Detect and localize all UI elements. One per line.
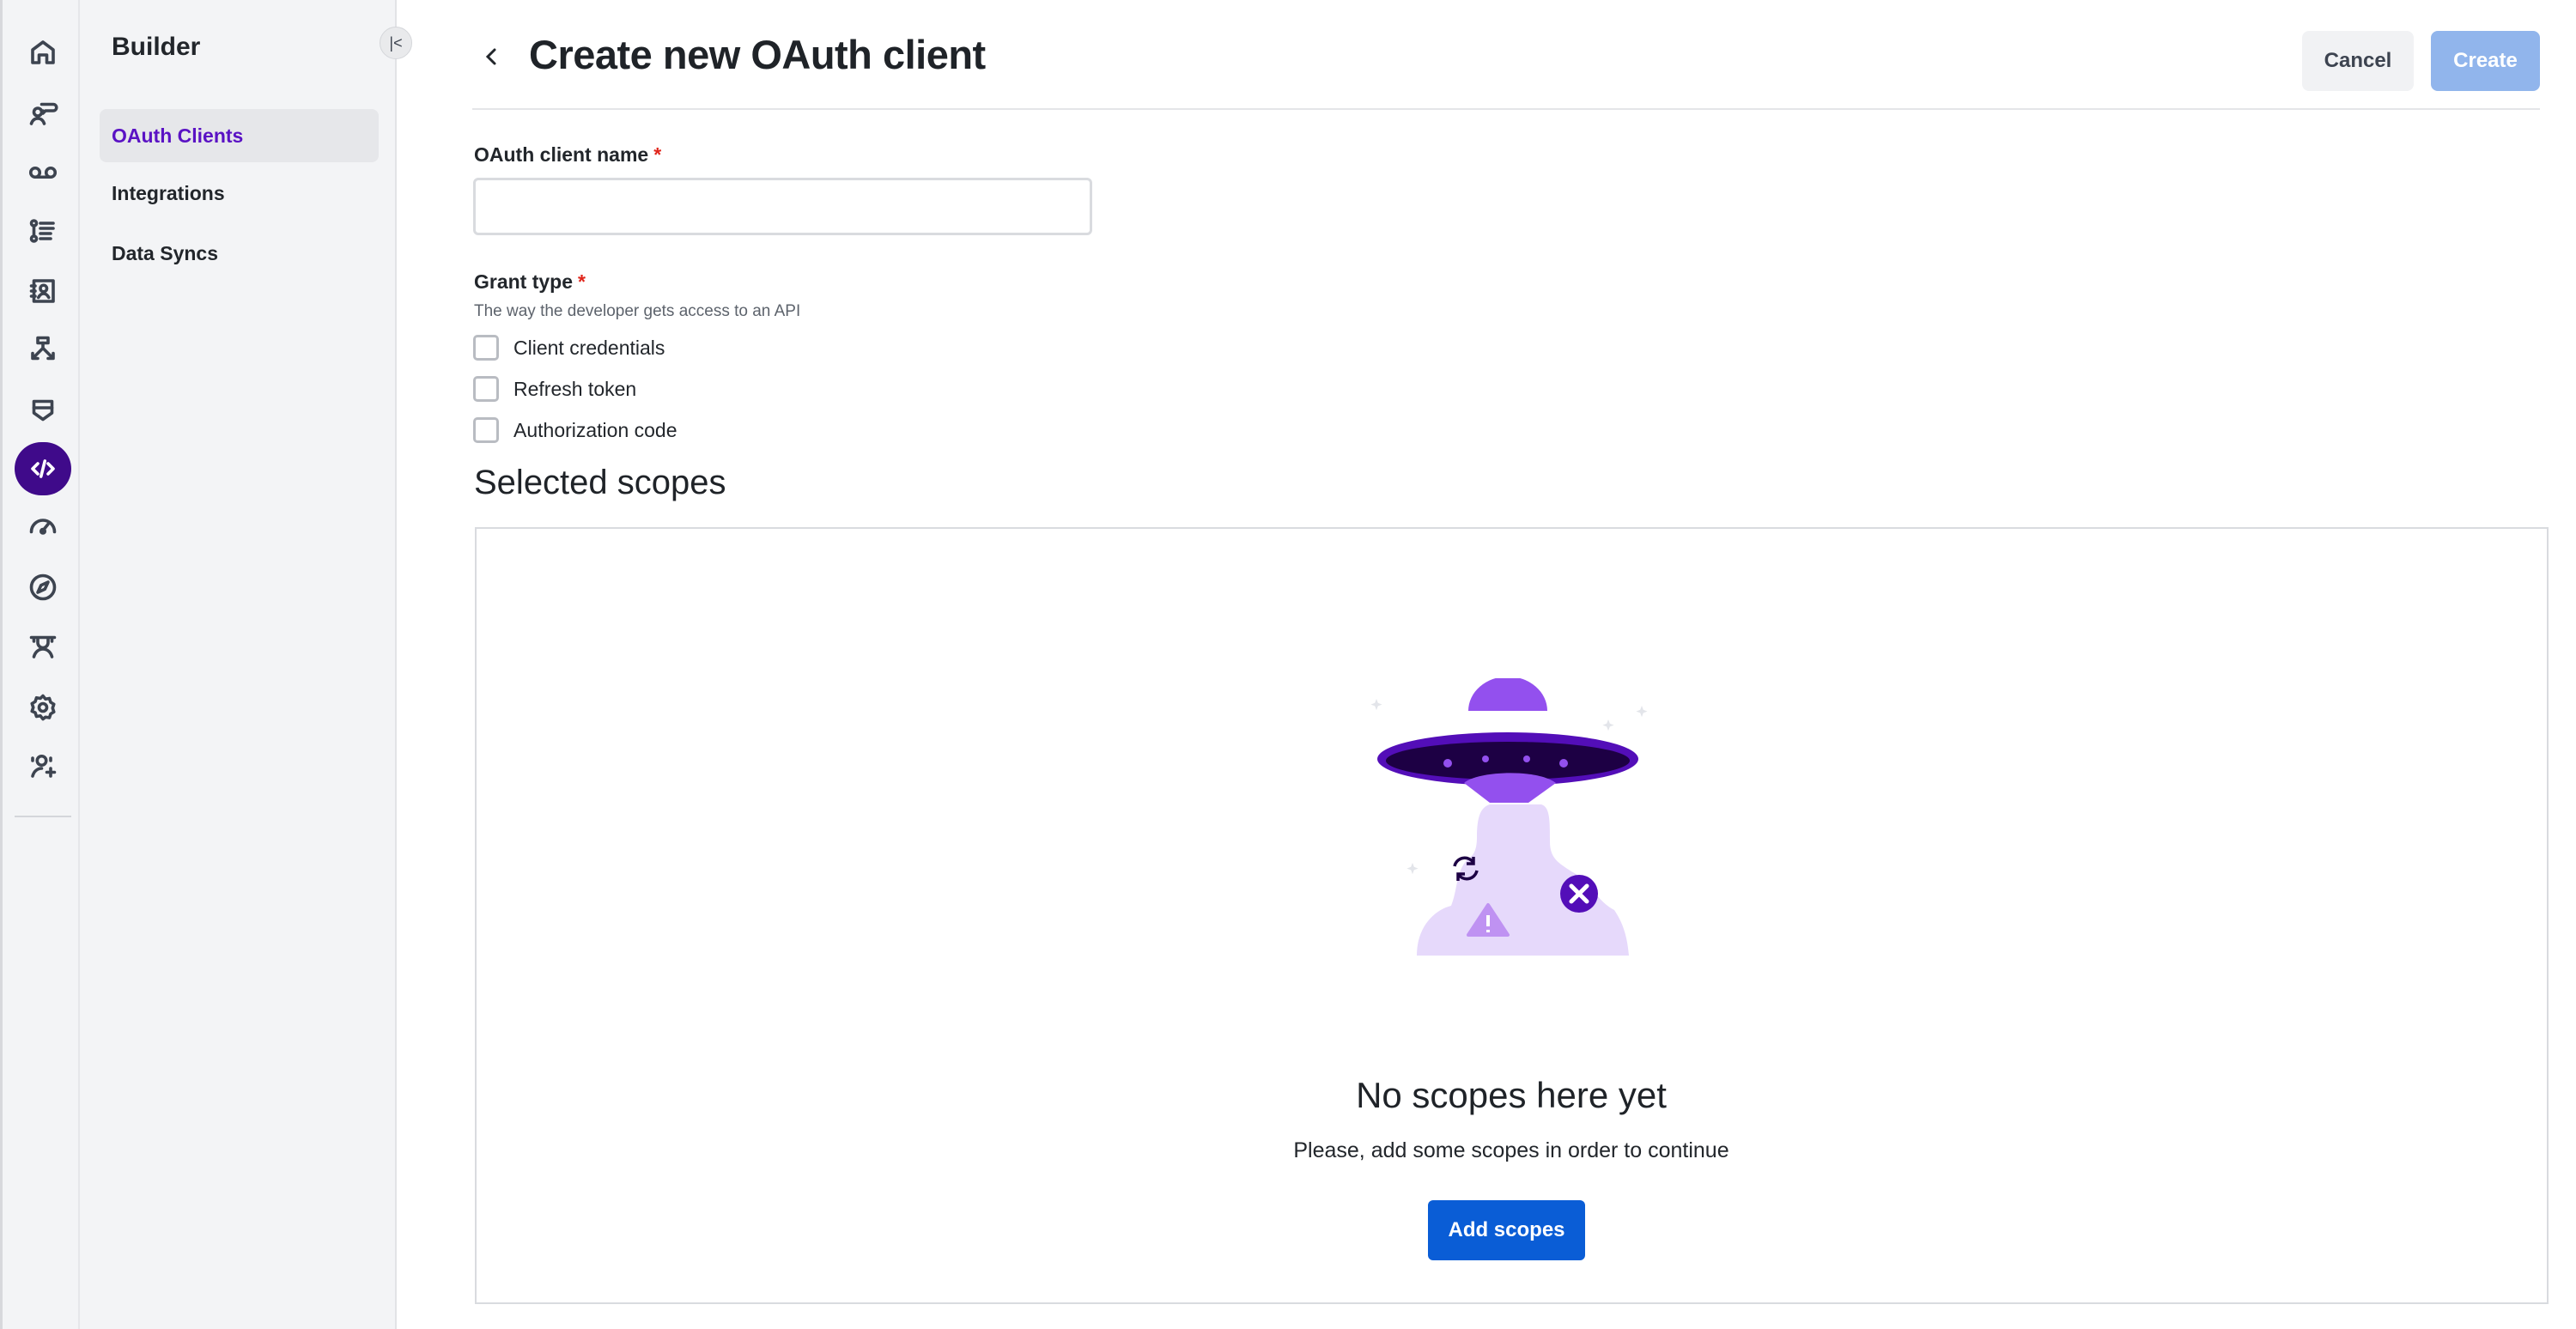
error-x-icon (1560, 875, 1598, 913)
grant-type-description: The way the developer gets access to an … (474, 302, 801, 320)
checkbox-refresh-token[interactable]: Refresh token (473, 374, 636, 404)
checkbox-label: Authorization code (513, 418, 677, 441)
flow-icon[interactable] (15, 323, 71, 376)
chevron-left-icon (485, 48, 496, 65)
subnav-item-label: Integrations (112, 181, 225, 204)
subnav-item-oauth-clients[interactable]: OAuth Clients (100, 109, 379, 162)
tractor-beam (1417, 804, 1629, 956)
ufo-window-band (1386, 742, 1630, 780)
subnav-item-integrations[interactable]: Integrations (100, 167, 379, 220)
client-name-label: OAuth client name* (474, 143, 661, 167)
add-user-icon[interactable] (15, 739, 71, 792)
subnav-title: Builder (112, 33, 201, 61)
gear-icon[interactable] (15, 681, 71, 734)
home-icon[interactable] (15, 26, 71, 79)
label-text: Grant type (474, 270, 574, 293)
shield-icon[interactable] (15, 384, 71, 437)
subnav-item-label: OAuth Clients (112, 124, 244, 147)
grant-type-label: Grant type* (474, 270, 586, 294)
scopes-panel (475, 527, 2549, 1304)
compass-icon[interactable] (15, 561, 71, 614)
checkbox[interactable] (473, 335, 499, 361)
selected-scopes-heading: Selected scopes (474, 464, 726, 501)
empty-state-title: No scopes here yet (1356, 1075, 1667, 1115)
ufo-empty-illustration (1370, 678, 1648, 956)
required-mark: * (578, 270, 586, 293)
checkbox-authorization-code[interactable]: Authorization code (473, 416, 677, 445)
client-name-input[interactable] (473, 178, 1092, 235)
checkbox-client-credentials[interactable]: Client credentials (473, 333, 665, 362)
cancel-button[interactable]: Cancel (2302, 31, 2414, 91)
sparkle-icons (1370, 699, 1648, 875)
refresh-icon (1453, 856, 1479, 881)
contacts-icon[interactable] (15, 264, 71, 318)
builder-subnav (80, 0, 397, 1329)
collapse-icon: |< (389, 33, 403, 52)
agent-icon[interactable] (15, 620, 71, 673)
ufo-dome (1468, 678, 1547, 711)
rail-divider (15, 816, 71, 817)
conversations-icon[interactable] (15, 87, 71, 140)
header-divider (472, 108, 2540, 110)
checkbox[interactable] (473, 376, 499, 402)
empty-state-description: Please, add some scopes in order to cont… (1293, 1138, 1729, 1162)
checkbox[interactable] (473, 417, 499, 443)
voicemail-icon[interactable] (15, 146, 71, 199)
list-icon[interactable] (15, 204, 71, 258)
checkbox-label: Client credentials (513, 336, 665, 359)
dashboard-icon[interactable] (15, 499, 71, 552)
label-text: OAuth client name (474, 143, 649, 166)
create-button[interactable]: Create (2431, 31, 2540, 91)
subnav-item-label: Data Syncs (112, 241, 219, 264)
icon-rail (0, 0, 80, 1329)
subnav-item-data-syncs[interactable]: Data Syncs (100, 227, 379, 280)
back-button[interactable] (474, 39, 508, 74)
code-icon[interactable] (15, 442, 71, 495)
collapse-sidebar-button[interactable]: |< (380, 27, 412, 59)
add-scopes-button[interactable]: Add scopes (1428, 1200, 1585, 1260)
checkbox-label: Refresh token (513, 377, 637, 400)
page-title: Create new OAuth client (529, 32, 986, 77)
warning-icon (1467, 903, 1510, 937)
required-mark: * (653, 143, 662, 166)
